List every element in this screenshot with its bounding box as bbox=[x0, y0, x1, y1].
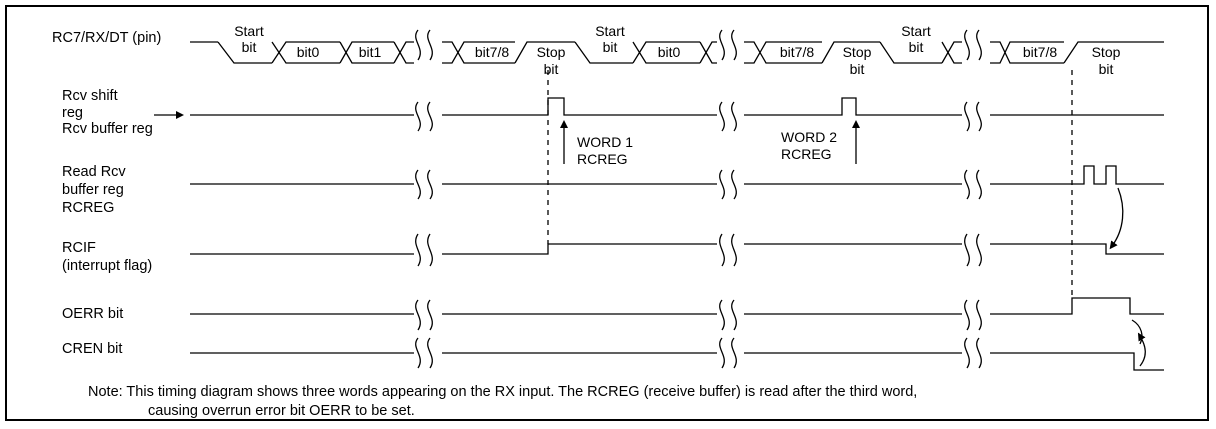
label-oerr: OERR bit bbox=[62, 306, 123, 322]
label-cren: CREN bit bbox=[62, 341, 122, 357]
note-line-2: causing overrun error bit OERR to be set… bbox=[148, 403, 415, 419]
shift-reg-waveform bbox=[154, 97, 1164, 132]
read-rcreg-waveform bbox=[190, 165, 1164, 250]
rcif-waveform bbox=[190, 233, 1164, 267]
pin-waveform bbox=[190, 41, 1164, 64]
cren-waveform bbox=[190, 332, 1164, 371]
diagram-frame bbox=[5, 5, 1209, 421]
svg-text:bit0: bit0 bbox=[297, 44, 320, 60]
svg-text:bit0: bit0 bbox=[658, 44, 681, 60]
svg-text:bit1: bit1 bbox=[359, 44, 382, 60]
footnote: Note: This timing diagram shows three wo… bbox=[88, 383, 1198, 421]
oerr-waveform bbox=[190, 297, 1164, 345]
label-rcif: RCIF (interrupt flag) bbox=[62, 240, 152, 274]
label-shift-reg: Rcv shift reg Rcv buffer reg bbox=[62, 88, 153, 137]
label-read-rcv: Read Rcv buffer reg RCREG bbox=[62, 164, 130, 216]
note-line-1: Note: This timing diagram shows three wo… bbox=[88, 384, 918, 400]
svg-text:bit7/8: bit7/8 bbox=[1023, 44, 1057, 60]
svg-text:bit7/8: bit7/8 bbox=[475, 44, 509, 60]
pin-break-marks bbox=[415, 29, 982, 61]
label-pin: RC7/RX/DT (pin) bbox=[52, 30, 161, 46]
svg-text:bit7/8: bit7/8 bbox=[780, 44, 814, 60]
